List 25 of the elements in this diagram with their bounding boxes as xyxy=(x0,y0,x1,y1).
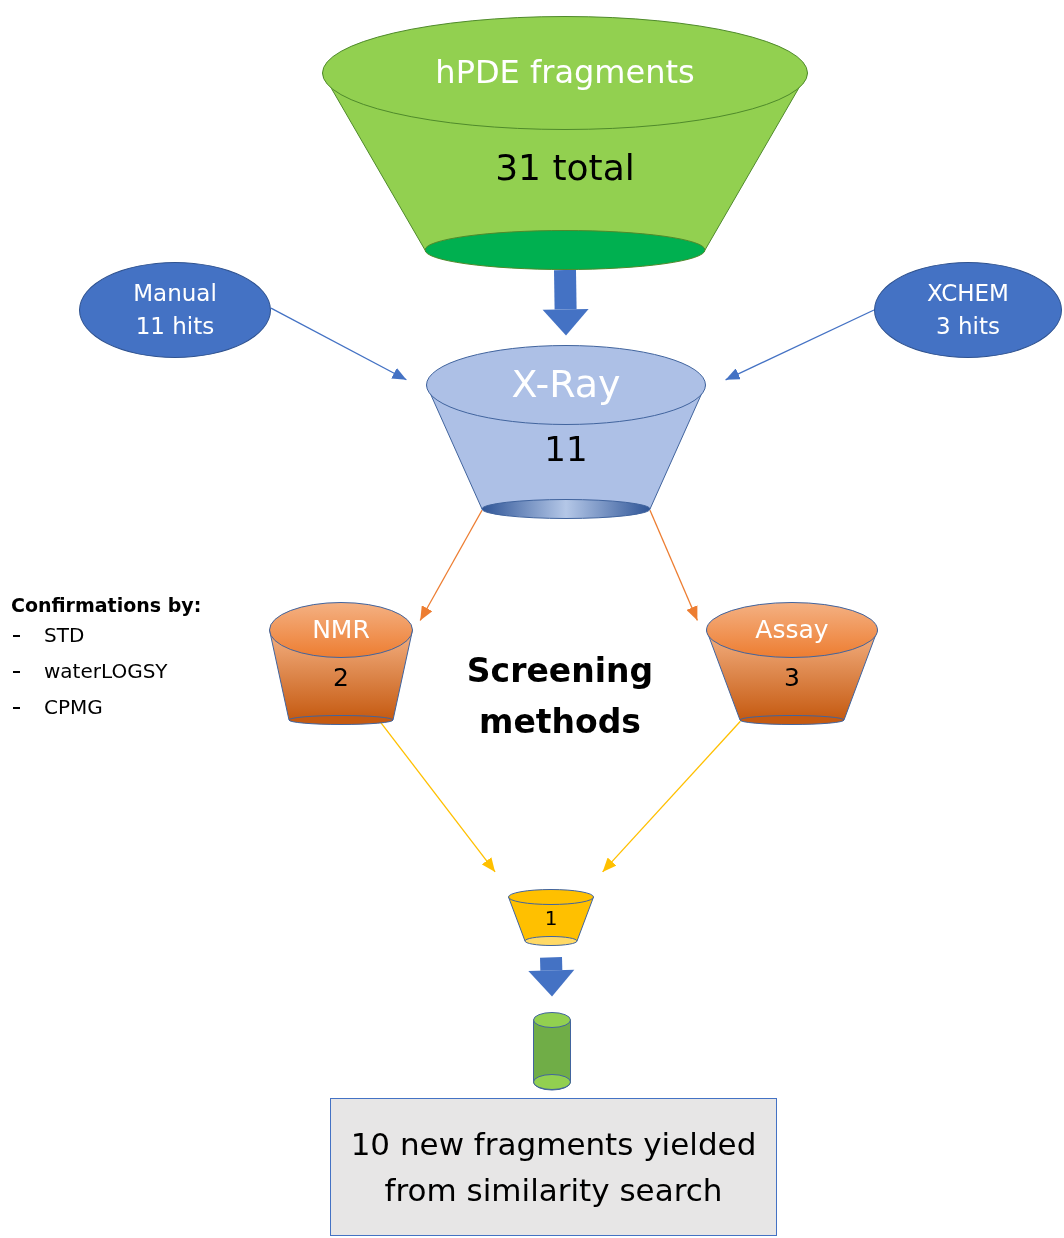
count-label: 31 total xyxy=(494,148,636,188)
count-label: 11 xyxy=(543,431,589,469)
list-item: CPMG xyxy=(44,695,103,719)
funnel-label: NMR xyxy=(311,616,371,644)
list-heading: Confirmations by: xyxy=(11,594,202,616)
count-label: 2 xyxy=(332,664,350,692)
list-item: STD xyxy=(44,623,85,647)
arrow xyxy=(724,309,875,381)
center-label: Screening methods xyxy=(465,650,655,744)
list-item: waterLOGSY xyxy=(44,659,168,683)
funnel-label: X-Ray xyxy=(510,364,622,406)
arrow xyxy=(649,509,699,622)
arrow xyxy=(379,720,496,873)
block-arrow xyxy=(528,957,575,997)
result-box: 10 new fragments yielded from similarity search xyxy=(330,1098,777,1236)
ellipse-node: XCHEM 3 hits xyxy=(874,262,1062,358)
arrow xyxy=(270,307,408,381)
count-label: 3 xyxy=(783,664,801,692)
funnel-label: hPDE fragments xyxy=(434,55,696,91)
arrow xyxy=(601,720,742,873)
count-label: 1 xyxy=(543,907,559,929)
block-arrow xyxy=(542,269,589,336)
arrow xyxy=(419,509,483,622)
funnel-label: Assay xyxy=(754,616,830,644)
ellipse-node: Manual 11 hits xyxy=(79,262,271,358)
